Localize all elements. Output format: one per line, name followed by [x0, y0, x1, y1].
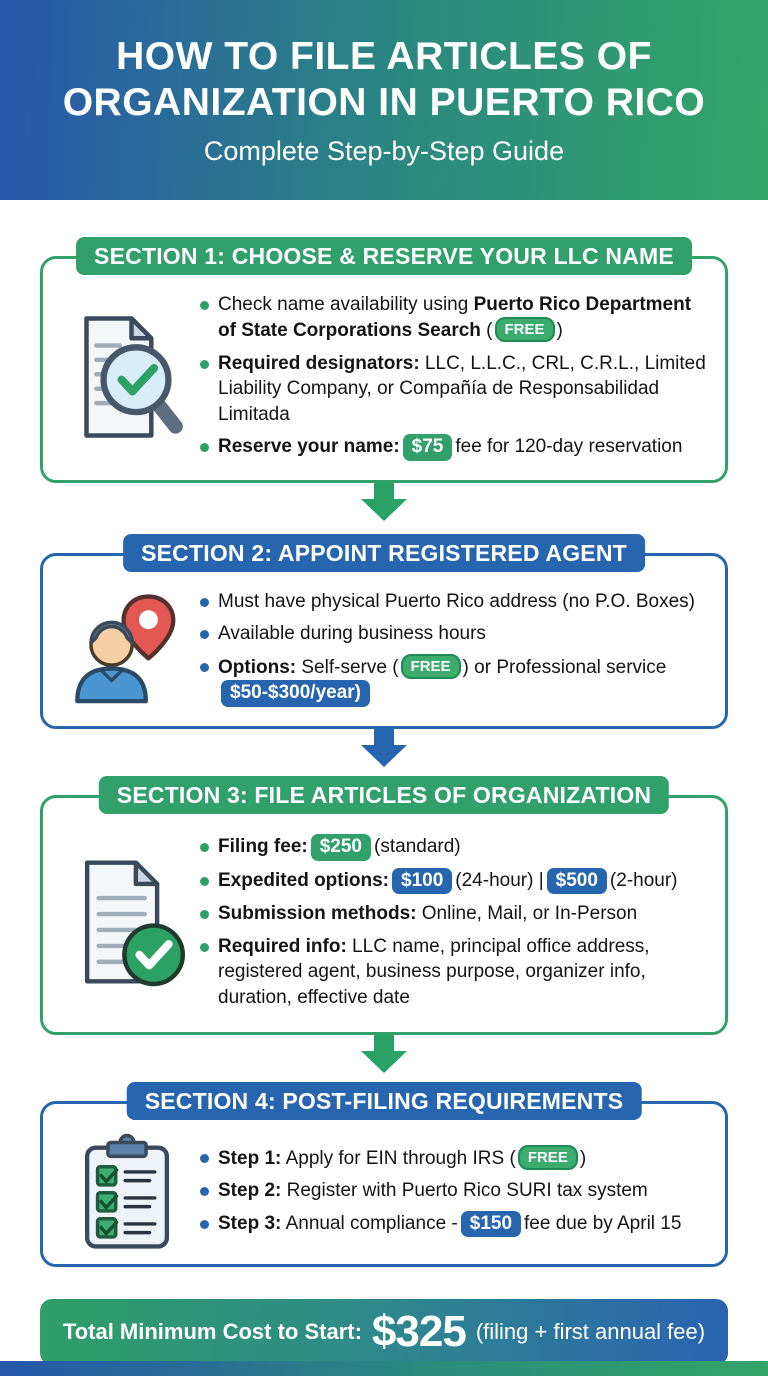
list-item: Available during business hours	[197, 621, 713, 646]
bottom-gradient-strip	[0, 1361, 768, 1376]
free-badge: FREE	[400, 653, 461, 679]
section-4-title: SECTION 4: POST-FILING REQUIREMENTS	[126, 1082, 642, 1121]
total-cost-banner: Total Minimum Cost to Start: $325 (filin…	[40, 1299, 728, 1366]
header-banner: HOW TO FILE ARTICLES OF ORGANIZATION IN …	[0, 0, 768, 200]
page-title: HOW TO FILE ARTICLES OF ORGANIZATION IN …	[62, 35, 706, 125]
price-badge: $50-$300/year)	[221, 680, 370, 708]
document-search-icon	[84, 315, 183, 438]
price-badge: $100	[392, 867, 453, 895]
list-item: Required designators: LLC, L.L.C., CRL, …	[197, 351, 713, 427]
section-3: SECTION 3: FILE ARTICLES OF ORGANIZATION…	[40, 776, 728, 1036]
section-3-title: SECTION 3: FILE ARTICLES OF ORGANIZATION	[98, 776, 670, 815]
price-badge: $75	[402, 434, 453, 462]
section-2: SECTION 2: APPOINT REGISTERED AGENT Must…	[40, 534, 728, 730]
flow-arrow-down-icon	[361, 729, 407, 768]
section-4-box: Step 1: Apply for EIN through IRS (FREE)…	[40, 1101, 728, 1268]
flow-arrow-down-icon	[361, 483, 407, 522]
free-badge: FREE	[517, 1144, 578, 1170]
list-item: Step 2: Register with Puerto Rico SURI t…	[197, 1178, 713, 1203]
registered-agent-icon	[75, 594, 176, 704]
list-item: Check name availability using Puerto Ric…	[197, 292, 713, 344]
list-item: Required info: LLC name, principal offic…	[197, 934, 713, 1010]
section-1-box: Check name availability using Puerto Ric…	[40, 256, 728, 484]
list-item: Expedited options:$100(24-hour) |$500(2-…	[197, 867, 713, 895]
section-4: SECTION 4: POST-FILING REQUIREMENTS	[40, 1082, 728, 1268]
section-2-box: Must have physical Puerto Rico address (…	[40, 553, 728, 730]
total-cost-amount: $325	[371, 1307, 467, 1357]
price-badge: $500	[546, 867, 607, 895]
section-1-title: SECTION 1: CHOOSE & RESERVE YOUR LLC NAM…	[76, 237, 692, 275]
price-badge: $250	[310, 833, 372, 861]
section-1: SECTION 1: CHOOSE & RESERVE YOUR LLC NAM…	[40, 237, 728, 484]
document-check-icon	[84, 860, 186, 987]
free-badge: FREE	[494, 317, 555, 343]
list-item: Step 1: Apply for EIN through IRS (FREE)	[197, 1144, 713, 1171]
total-cost-label: Total Minimum Cost to Start:	[62, 1319, 362, 1345]
flow-arrow-down-icon	[361, 1035, 407, 1074]
page-subtitle: Complete Step-by-Step Guide	[203, 136, 565, 167]
price-badge: $150	[460, 1210, 522, 1238]
section-2-title: SECTION 2: APPOINT REGISTERED AGENT	[123, 534, 645, 573]
list-item: Must have physical Puerto Rico address (…	[197, 589, 713, 614]
list-item: Filing fee:$250(standard)	[197, 833, 713, 861]
list-item: Submission methods: Online, Mail, or In-…	[197, 901, 713, 926]
total-cost-note: (filing + first annual fee)	[475, 1319, 706, 1345]
list-item: Options: Self-serve (FREE) or Profession…	[197, 653, 713, 708]
section-3-box: Filing fee:$250(standard) Expedited opti…	[40, 795, 728, 1036]
checklist-clipboard-icon	[84, 1133, 170, 1249]
